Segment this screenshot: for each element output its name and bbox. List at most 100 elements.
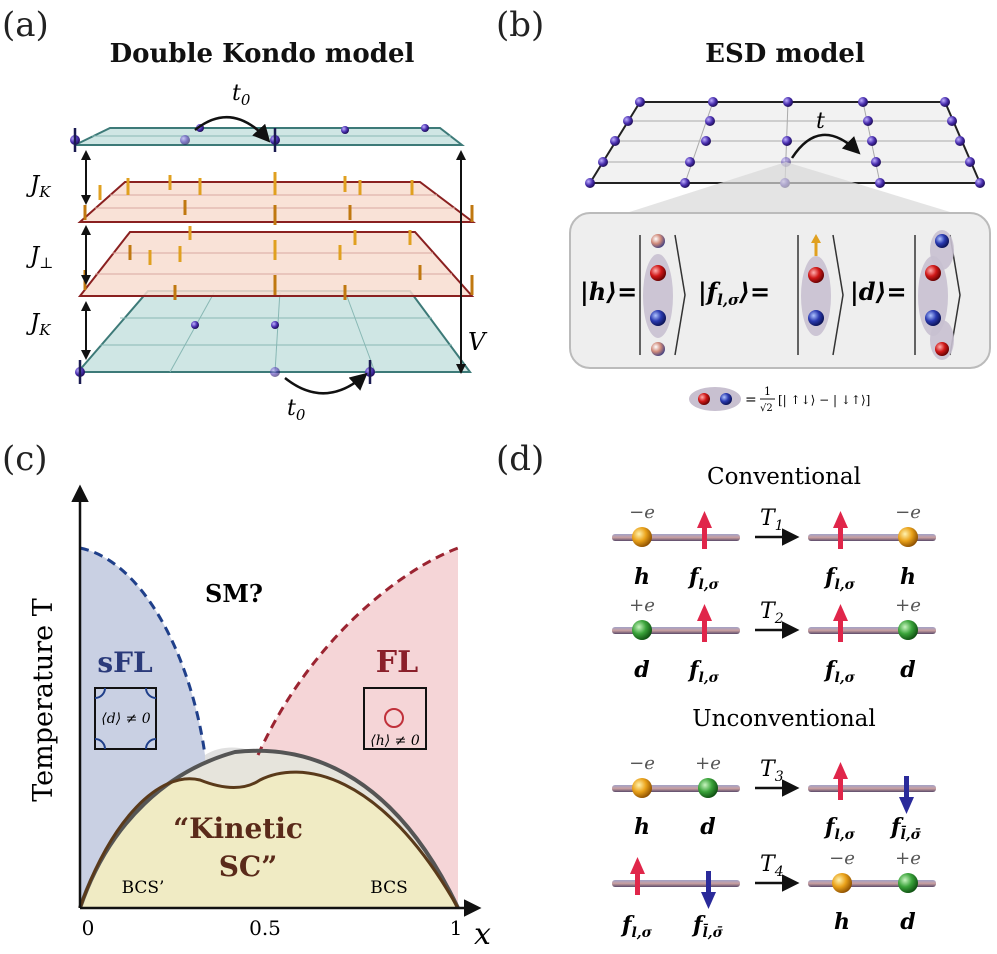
svg-text:+e: +e	[895, 848, 921, 869]
svg-text:fl,σ: fl,σ	[823, 564, 856, 593]
conventional-heading: Conventional	[707, 464, 861, 490]
x-tick-05: 0.5	[249, 916, 281, 940]
state-h-label: |h⟩=	[580, 277, 637, 306]
svg-text:T3: T3	[760, 757, 784, 785]
svg-text:fl,σ: fl,σ	[687, 657, 720, 686]
singlet-eq: =	[745, 392, 757, 408]
hop-arrow-bottom	[284, 372, 368, 395]
svg-text:−e: −e	[629, 502, 655, 523]
svg-text:t0: t0	[287, 396, 306, 424]
svg-text:fl,σ: fl,σ	[620, 912, 653, 941]
esd-hop-label: t	[816, 109, 825, 134]
fl-label: FL	[376, 645, 418, 680]
svg-text:fl,σ: fl,σ	[823, 657, 856, 686]
panel-c-label: (c)	[2, 439, 48, 479]
coupling-arrows	[81, 150, 466, 374]
doublon-sphere	[632, 620, 652, 640]
svg-text:T4: T4	[760, 852, 784, 880]
x-tick-0: 0	[82, 916, 95, 940]
hole-sphere	[832, 873, 852, 893]
up-arrow	[630, 857, 645, 895]
bottom-conduction-plane	[75, 290, 472, 373]
x-tick-1: 1	[450, 916, 463, 940]
site-states-box	[569, 212, 991, 369]
svg-text:h: h	[634, 814, 650, 840]
kinetic-label-1: “Kinetic	[173, 812, 303, 845]
svg-text:T1: T1	[760, 506, 784, 534]
doublon-sphere	[898, 620, 918, 640]
panel-a-title: Double Kondo model	[110, 39, 415, 69]
sc-dome-boundary	[78, 770, 460, 909]
panel-d: (d) Conventional Unconventional −e h fl,…	[496, 439, 936, 941]
doublon-sphere	[698, 778, 718, 798]
v-label: V	[468, 328, 488, 356]
svg-text:−e: −e	[895, 502, 921, 523]
jk-bottom-label: JK	[26, 310, 51, 339]
panel-a: (a) Double Kondo model	[2, 5, 488, 424]
svg-text:−e: −e	[829, 848, 855, 869]
jperp-label: J⊥	[26, 243, 53, 272]
panel-b: (b) ESD model t |h⟩= |fl,σ⟩=	[496, 5, 991, 414]
esd-lattice-sites	[585, 97, 985, 188]
svg-text:t0: t0	[232, 81, 251, 109]
up-arrow	[833, 511, 848, 549]
sm-label: SM?	[205, 579, 263, 608]
singlet-expression: [| ↑↓⟩ − | ↓↑⟩]	[778, 393, 870, 407]
up-arrow	[833, 604, 848, 642]
sfl-fermi-surface-inset	[94, 687, 157, 750]
svg-text:√2: √2	[760, 403, 773, 414]
panel-a-label: (a)	[2, 5, 49, 45]
svg-text:1: 1	[764, 385, 771, 398]
svg-text:h: h	[834, 909, 850, 935]
kondo-spin-arrows	[83, 172, 474, 300]
sfl-inset-label: ⟨d⟩ ≠ 0	[101, 711, 151, 727]
fl-inset-label: ⟨h⟩ ≠ 0	[370, 733, 420, 749]
up-arrow	[697, 604, 712, 642]
down-arrow	[701, 871, 716, 909]
svg-text:fl,σ: fl,σ	[687, 564, 720, 593]
svg-text:fl̄,σ̄: fl̄,σ̄	[889, 814, 922, 843]
hole-sphere	[632, 778, 652, 798]
svg-text:fl,σ: fl,σ	[823, 814, 856, 843]
svg-text:d: d	[634, 657, 649, 683]
kinetic-label-2: SC”	[219, 850, 278, 883]
state-d-label: |d⟩=	[850, 277, 907, 306]
svg-text:T2: T2	[760, 599, 784, 627]
bcs-label: BCS	[370, 878, 407, 898]
esd-hop-arrow	[790, 133, 861, 159]
svg-text:+e: +e	[895, 595, 921, 616]
down-arrow	[899, 776, 914, 814]
conduction-electrons	[70, 124, 429, 384]
up-arrow	[697, 511, 712, 549]
jk-top-label: JK	[26, 172, 51, 201]
svg-text:h: h	[634, 564, 650, 590]
y-axis-label: Temperature T	[28, 598, 59, 801]
svg-text:+e: +e	[629, 595, 655, 616]
svg-text:−e: −e	[629, 753, 655, 774]
sfl-boundary	[79, 546, 207, 756]
sm-dome-boundary	[78, 748, 460, 909]
panel-b-label: (b)	[496, 5, 544, 45]
bcs-prime-label: BCS’	[122, 878, 165, 898]
doublon-sphere	[898, 873, 918, 893]
sfl-label: sFL	[97, 646, 153, 679]
kinetic-sc-region	[80, 772, 458, 908]
svg-text:d: d	[900, 657, 915, 683]
lower-spin-plane	[77, 231, 475, 297]
unconventional-heading: Unconventional	[692, 706, 875, 732]
state-f-label: |fl,σ⟩=	[698, 277, 770, 309]
svg-text:h: h	[900, 564, 916, 590]
panel-c: (c) Temperature T x 0 0.5 1 sFL FL SM? “…	[2, 439, 491, 952]
svg-text:+e: +e	[695, 753, 721, 774]
panel-d-label: (d)	[496, 439, 544, 479]
x-axis-label: x	[474, 917, 491, 952]
up-arrow	[833, 762, 848, 800]
hop-arrow-top	[194, 115, 271, 143]
fl-boundary	[256, 546, 459, 756]
svg-text:d: d	[700, 814, 715, 840]
svg-text:d: d	[900, 909, 915, 935]
panel-b-title: ESD model	[705, 39, 865, 69]
hole-sphere	[632, 527, 652, 547]
svg-text:fl̄,σ̄: fl̄,σ̄	[691, 912, 724, 941]
